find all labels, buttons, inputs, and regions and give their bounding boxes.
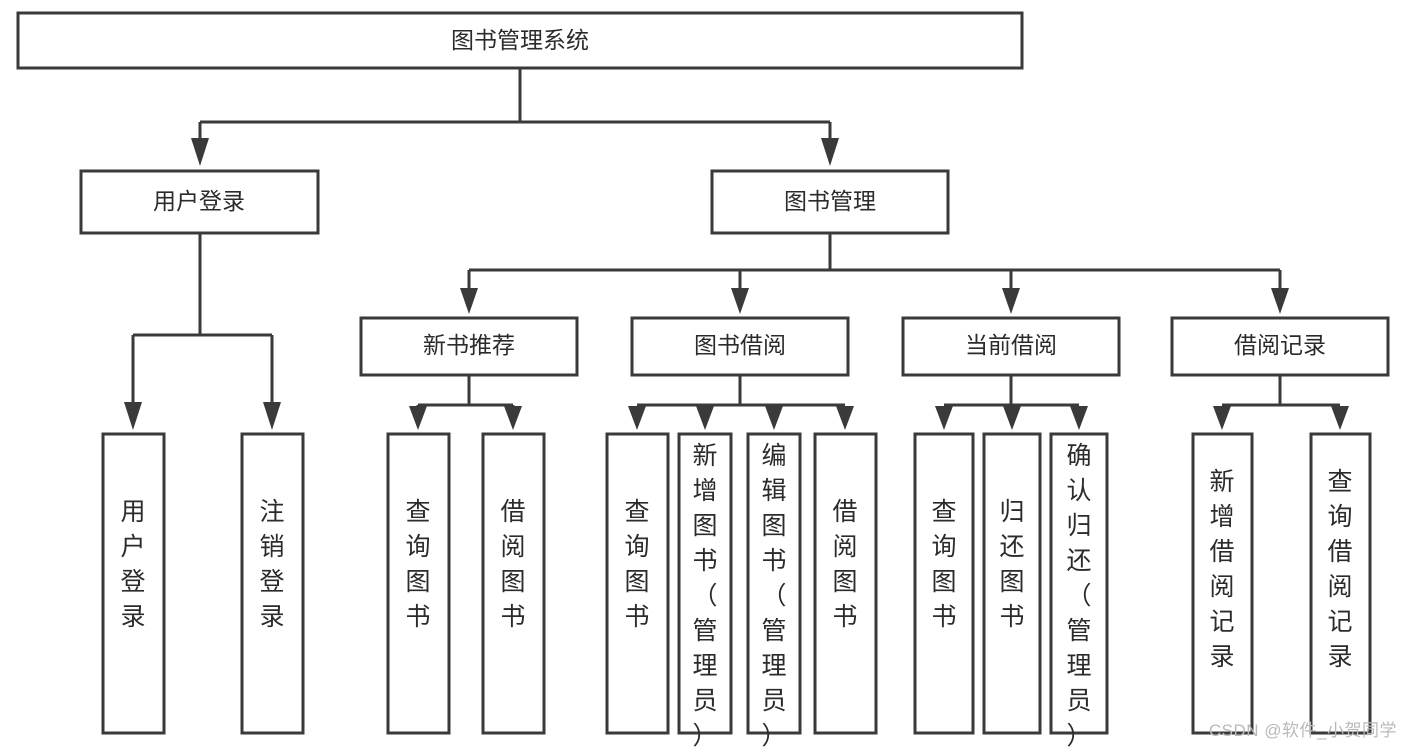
arrow-to-leaf-borrow-book-1: [504, 406, 522, 430]
node-current-borrow-box[interactable]: [901, 316, 1121, 377]
node-leaf-borrow-book-1-box[interactable]: [481, 432, 546, 735]
arrow-to-book-manage: [821, 138, 839, 166]
node-leaf-user-login-box[interactable]: [101, 432, 166, 735]
node-new-book-recommend[interactable]: 新书推荐: [359, 316, 579, 377]
node-leaf-query-book-2-box[interactable]: [605, 432, 670, 735]
node-leaf-confirm-return-label: 确认归还（管理员）: [1066, 442, 1091, 747]
node-leaf-borrow-book-2[interactable]: 借阅图书: [813, 432, 878, 735]
node-leaf-borrow-book-1[interactable]: 借阅图书: [481, 432, 546, 735]
node-new-book-recommend-box[interactable]: [359, 316, 579, 377]
arrow-to-leaf-logout-login: [263, 402, 281, 430]
node-root[interactable]: 图书管理系统: [16, 11, 1024, 70]
node-leaf-borrow-book-2-label: 借阅图书: [832, 498, 857, 631]
arrow-to-leaf-query-book-2: [628, 406, 646, 430]
node-leaf-add-record-label: 新增借阅记录: [1209, 468, 1234, 671]
node-leaf-confirm-return-box[interactable]: [1049, 432, 1109, 735]
node-current-borrow-label: 当前借阅: [965, 332, 1057, 358]
arrow-to-leaf-query-record: [1331, 406, 1349, 430]
node-leaf-add-record[interactable]: 新增借阅记录: [1191, 432, 1254, 735]
node-leaf-query-record-box[interactable]: [1309, 432, 1372, 735]
node-leaf-confirm-return[interactable]: 确认归还（管理员）: [1049, 432, 1109, 747]
node-leaf-logout-login-box[interactable]: [240, 432, 305, 735]
arrow-to-leaf-borrow-book-2: [836, 406, 854, 430]
node-leaf-query-book-1[interactable]: 查询图书: [386, 432, 451, 735]
node-new-book-recommend-label: 新书推荐: [423, 332, 515, 358]
node-leaf-query-book-3-label: 查询图书: [931, 498, 956, 631]
node-leaf-return-book[interactable]: 归还图书: [982, 432, 1042, 735]
node-user-login-label: 用户登录: [153, 188, 245, 214]
arrow-to-leaf-add-book: [696, 406, 714, 430]
node-leaf-query-record[interactable]: 查询借阅记录: [1309, 432, 1372, 735]
node-leaf-user-login-label: 用户登录: [120, 498, 145, 631]
node-leaf-borrow-book-2-box[interactable]: [813, 432, 878, 735]
node-leaf-logout-login[interactable]: 注销登录: [240, 432, 305, 735]
node-leaf-query-book-2[interactable]: 查询图书: [605, 432, 670, 735]
arrow-to-leaf-user-login: [124, 402, 142, 430]
node-leaf-query-record-label: 查询借阅记录: [1327, 468, 1352, 671]
node-leaf-query-book-3[interactable]: 查询图书: [913, 432, 975, 735]
node-leaf-query-book-1-box[interactable]: [386, 432, 451, 735]
node-leaf-query-book-2-label: 查询图书: [624, 498, 649, 631]
node-leaf-borrow-book-1-label: 借阅图书: [500, 498, 525, 631]
node-leaf-logout-login-label: 注销登录: [259, 498, 284, 631]
node-root-label: 图书管理系统: [451, 27, 589, 53]
arrow-to-current-borrow: [1002, 288, 1020, 314]
arrow-to-leaf-add-record: [1213, 406, 1231, 430]
node-book-manage-label: 图书管理: [784, 188, 876, 214]
node-borrow-record-label: 借阅记录: [1234, 332, 1326, 358]
node-leaf-add-book-box[interactable]: [677, 432, 733, 735]
node-book-manage[interactable]: 图书管理: [710, 169, 950, 235]
node-leaf-add-record-box[interactable]: [1191, 432, 1254, 735]
node-book-manage-box[interactable]: [710, 169, 950, 235]
node-book-borrow-label: 图书借阅: [694, 332, 786, 358]
node-user-login-box[interactable]: [79, 169, 320, 235]
node-leaf-edit-book-box[interactable]: [746, 432, 802, 735]
node-book-borrow[interactable]: 图书借阅: [630, 316, 850, 377]
node-leaf-edit-book[interactable]: 编辑图书（管理员）: [746, 432, 802, 747]
node-book-borrow-box[interactable]: [630, 316, 850, 377]
arrow-to-user-login: [191, 138, 209, 166]
csdn-watermark: CSDN @软件_小贺同学: [1208, 721, 1397, 740]
node-leaf-edit-book-label: 编辑图书（管理员）: [761, 442, 786, 747]
node-leaf-user-login[interactable]: 用户登录: [101, 432, 166, 735]
node-borrow-record-box[interactable]: [1170, 316, 1390, 377]
node-leaf-query-book-1-label: 查询图书: [405, 498, 430, 631]
arrow-to-book-borrow: [731, 288, 749, 314]
arrow-to-leaf-edit-book: [765, 406, 783, 430]
node-leaf-query-book-3-box[interactable]: [913, 432, 975, 735]
arrow-to-leaf-query-book-1: [409, 406, 427, 430]
node-current-borrow[interactable]: 当前借阅: [901, 316, 1121, 377]
node-user-login[interactable]: 用户登录: [79, 169, 320, 235]
arrow-to-leaf-query-book-3: [935, 406, 953, 430]
node-borrow-record[interactable]: 借阅记录: [1170, 316, 1390, 377]
node-leaf-add-book-label: 新增图书（管理员）: [692, 442, 717, 747]
node-leaf-return-book-box[interactable]: [982, 432, 1042, 735]
arrow-to-leaf-confirm-return: [1070, 406, 1088, 430]
arrow-to-borrow-record: [1271, 288, 1289, 314]
arrow-to-leaf-return-book: [1003, 406, 1021, 430]
node-leaf-add-book[interactable]: 新增图书（管理员）: [677, 432, 733, 747]
edges-layer: [124, 68, 1349, 430]
node-leaf-return-book-label: 归还图书: [999, 498, 1024, 631]
node-root-box[interactable]: [16, 11, 1024, 70]
arrow-to-new-book-recommend: [460, 288, 478, 314]
